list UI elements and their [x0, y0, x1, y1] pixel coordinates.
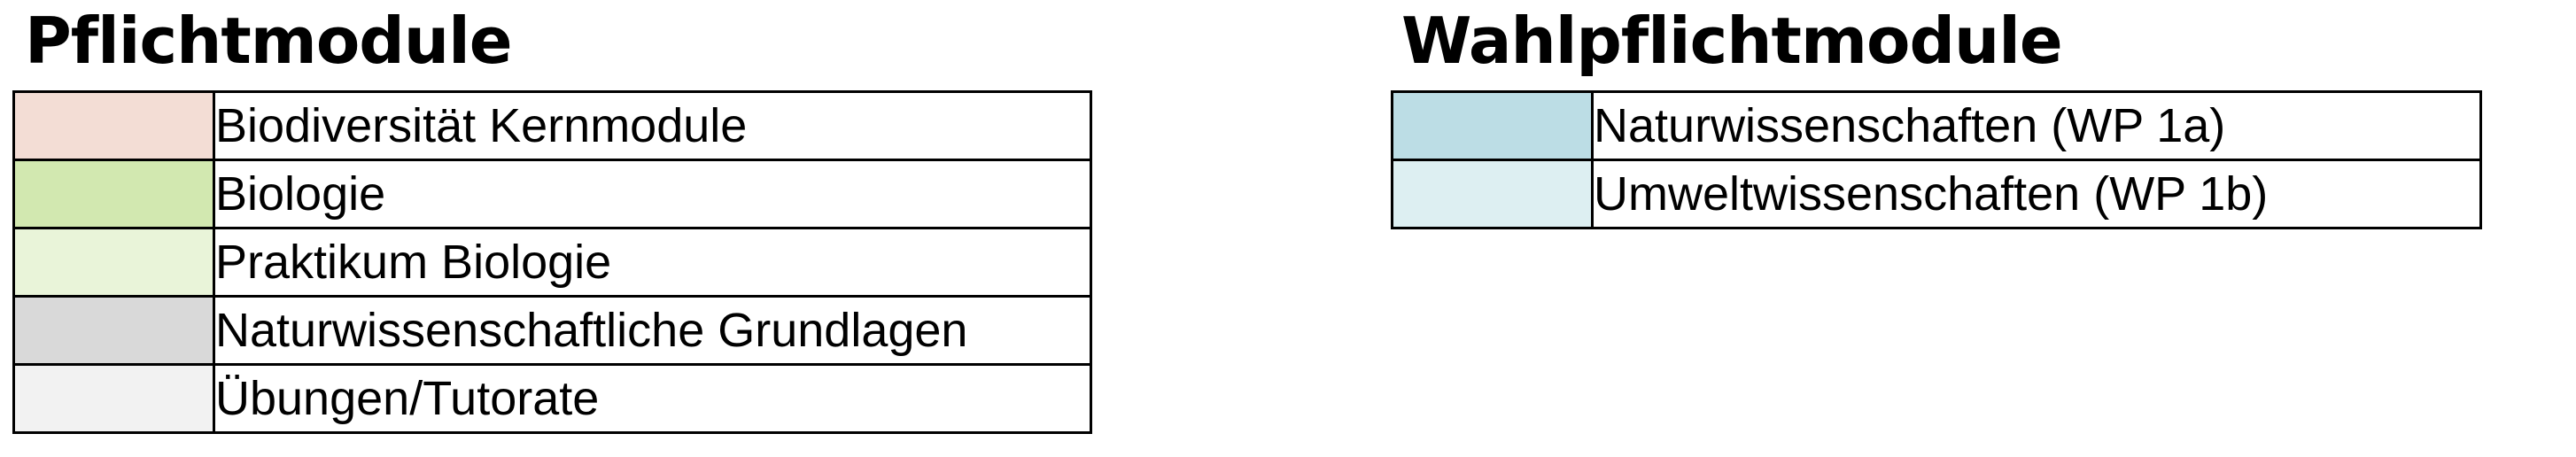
legend-row: Biologie [12, 159, 1092, 229]
legend-label: Übungen/Tutorate [213, 363, 1092, 434]
legend-row: Praktikum Biologie [12, 227, 1092, 298]
legend-row: Naturwissenschaftliche Grundlagen [12, 295, 1092, 366]
color-swatch [12, 227, 215, 298]
wahlpflichtmodule-legend-table: Naturwissenschaften (WP 1a) Umweltwissen… [1391, 90, 2482, 229]
legend-label: Naturwissenschaften (WP 1a) [1591, 90, 2482, 161]
legend-label: Umweltwissenschaften (WP 1b) [1591, 159, 2482, 229]
wahlpflichtmodule-heading: Wahlpflichtmodule [1401, 4, 2063, 78]
legend-row: Übungen/Tutorate [12, 363, 1092, 434]
legend-row: Umweltwissenschaften (WP 1b) [1391, 159, 2482, 229]
legend-label: Naturwissenschaftliche Grundlagen [213, 295, 1092, 366]
legend-row: Biodiversität Kernmodule [12, 90, 1092, 161]
color-swatch [1391, 159, 1594, 229]
legend-row: Naturwissenschaften (WP 1a) [1391, 90, 2482, 161]
legend-label: Biologie [213, 159, 1092, 229]
legend-label: Praktikum Biologie [213, 227, 1092, 298]
color-swatch [12, 159, 215, 229]
color-swatch [12, 90, 215, 161]
color-swatch [12, 363, 215, 434]
pflichtmodule-heading: Pflichtmodule [25, 4, 513, 78]
pflichtmodule-legend-table: Biodiversität Kernmodule Biologie Prakti… [12, 90, 1092, 434]
color-swatch [12, 295, 215, 366]
color-swatch [1391, 90, 1594, 161]
legend-label: Biodiversität Kernmodule [213, 90, 1092, 161]
